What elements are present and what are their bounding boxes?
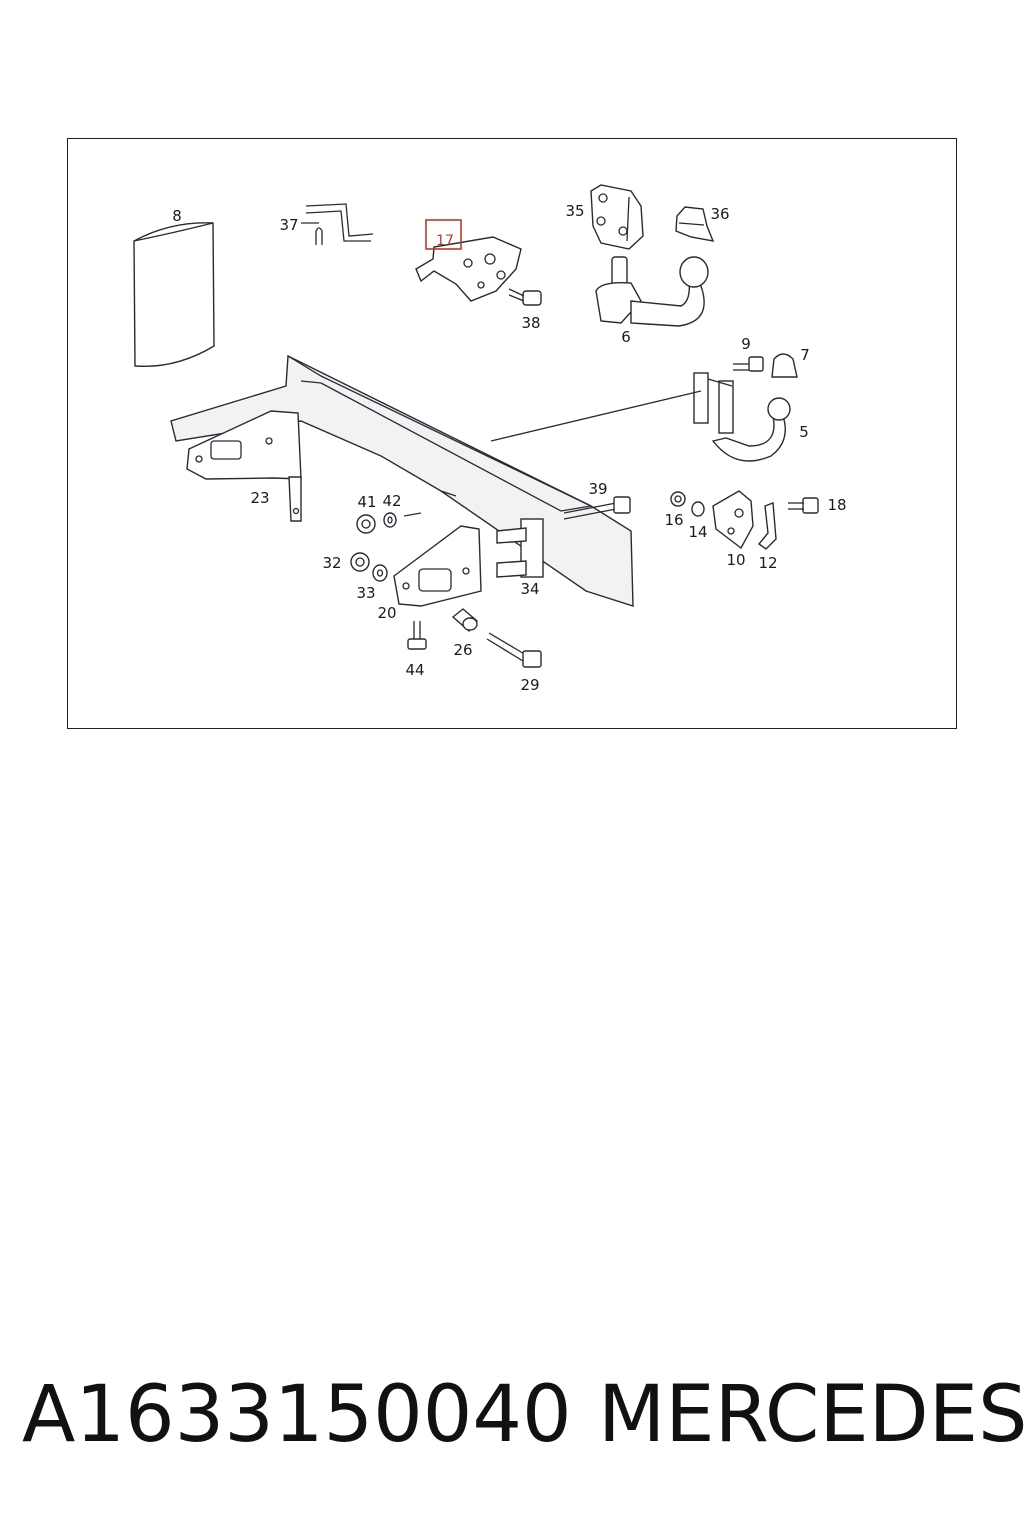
callout-36: 36 <box>710 205 729 223</box>
callout-23: 23 <box>250 489 269 507</box>
callout-6: 6 <box>621 328 631 346</box>
part-36-plug <box>675 206 715 242</box>
part-17-bracket <box>415 236 522 302</box>
callout-20: 20 <box>377 604 396 622</box>
part-33-washer <box>372 564 388 582</box>
part-35-socket <box>590 184 644 250</box>
part-9-bolt <box>733 356 764 372</box>
part-12-strap <box>757 502 777 550</box>
part-18-bolt <box>788 497 819 514</box>
part-29-bolt <box>486 632 542 668</box>
callout-7: 7 <box>800 346 810 364</box>
part-5-tow-ball <box>693 372 791 462</box>
part-8-mudflap <box>133 222 215 368</box>
callout-8: 8 <box>172 207 182 225</box>
part-23-side-bracket <box>186 410 302 522</box>
callout-34: 34 <box>520 580 539 598</box>
callout-35: 35 <box>565 202 584 220</box>
callout-5: 5 <box>799 423 809 441</box>
part-14-washer <box>691 501 705 517</box>
callout-29: 29 <box>520 676 539 694</box>
part-38-bolt <box>508 288 542 306</box>
part-34-mount-tubes <box>496 518 544 578</box>
callout-14: 14 <box>688 523 707 541</box>
part-number: A1633150040 <box>22 1370 572 1460</box>
callout-17: 17 <box>436 233 454 249</box>
callout-37: 37 <box>279 216 298 234</box>
callout-26: 26 <box>453 641 472 659</box>
part-26-pin <box>451 608 478 633</box>
part-6-ball-coupling <box>595 256 709 327</box>
brand-name: MERCEDES <box>598 1370 1024 1460</box>
callout-16: 16 <box>664 511 683 529</box>
part-16-nut <box>670 491 686 507</box>
part-7-ball-cap <box>771 353 798 378</box>
highlight-box-17 <box>425 219 462 250</box>
part-42-washer <box>383 512 422 528</box>
callout-39: 39 <box>588 480 607 498</box>
part-32-nut <box>350 552 370 572</box>
part-39-long-bolt <box>563 496 631 520</box>
exploded-parts-diagram: 8 37 17 38 35 36 6 9 7 5 23 41 42 39 16 … <box>133 184 847 694</box>
part-41-nut <box>356 514 376 534</box>
part-20-side-bracket <box>393 525 482 607</box>
callout-44: 44 <box>405 661 424 679</box>
callout-9: 9 <box>741 335 751 353</box>
part-37-crank <box>301 203 374 245</box>
callout-41: 41 <box>357 493 376 511</box>
callout-42: 42 <box>382 492 401 510</box>
callout-33: 33 <box>356 584 375 602</box>
callout-10: 10 <box>726 551 745 569</box>
callout-32: 32 <box>322 554 341 572</box>
part-44-bolt <box>407 621 427 650</box>
part-10-plate <box>712 490 754 550</box>
callout-18: 18 <box>827 496 846 514</box>
callout-38: 38 <box>521 314 540 332</box>
parts-diagram-frame: 8 37 17 38 35 36 6 9 7 5 23 41 42 39 16 … <box>67 138 957 729</box>
callout-12: 12 <box>758 554 777 572</box>
part-footer: A1633150040 MERCEDES <box>0 1370 1024 1470</box>
